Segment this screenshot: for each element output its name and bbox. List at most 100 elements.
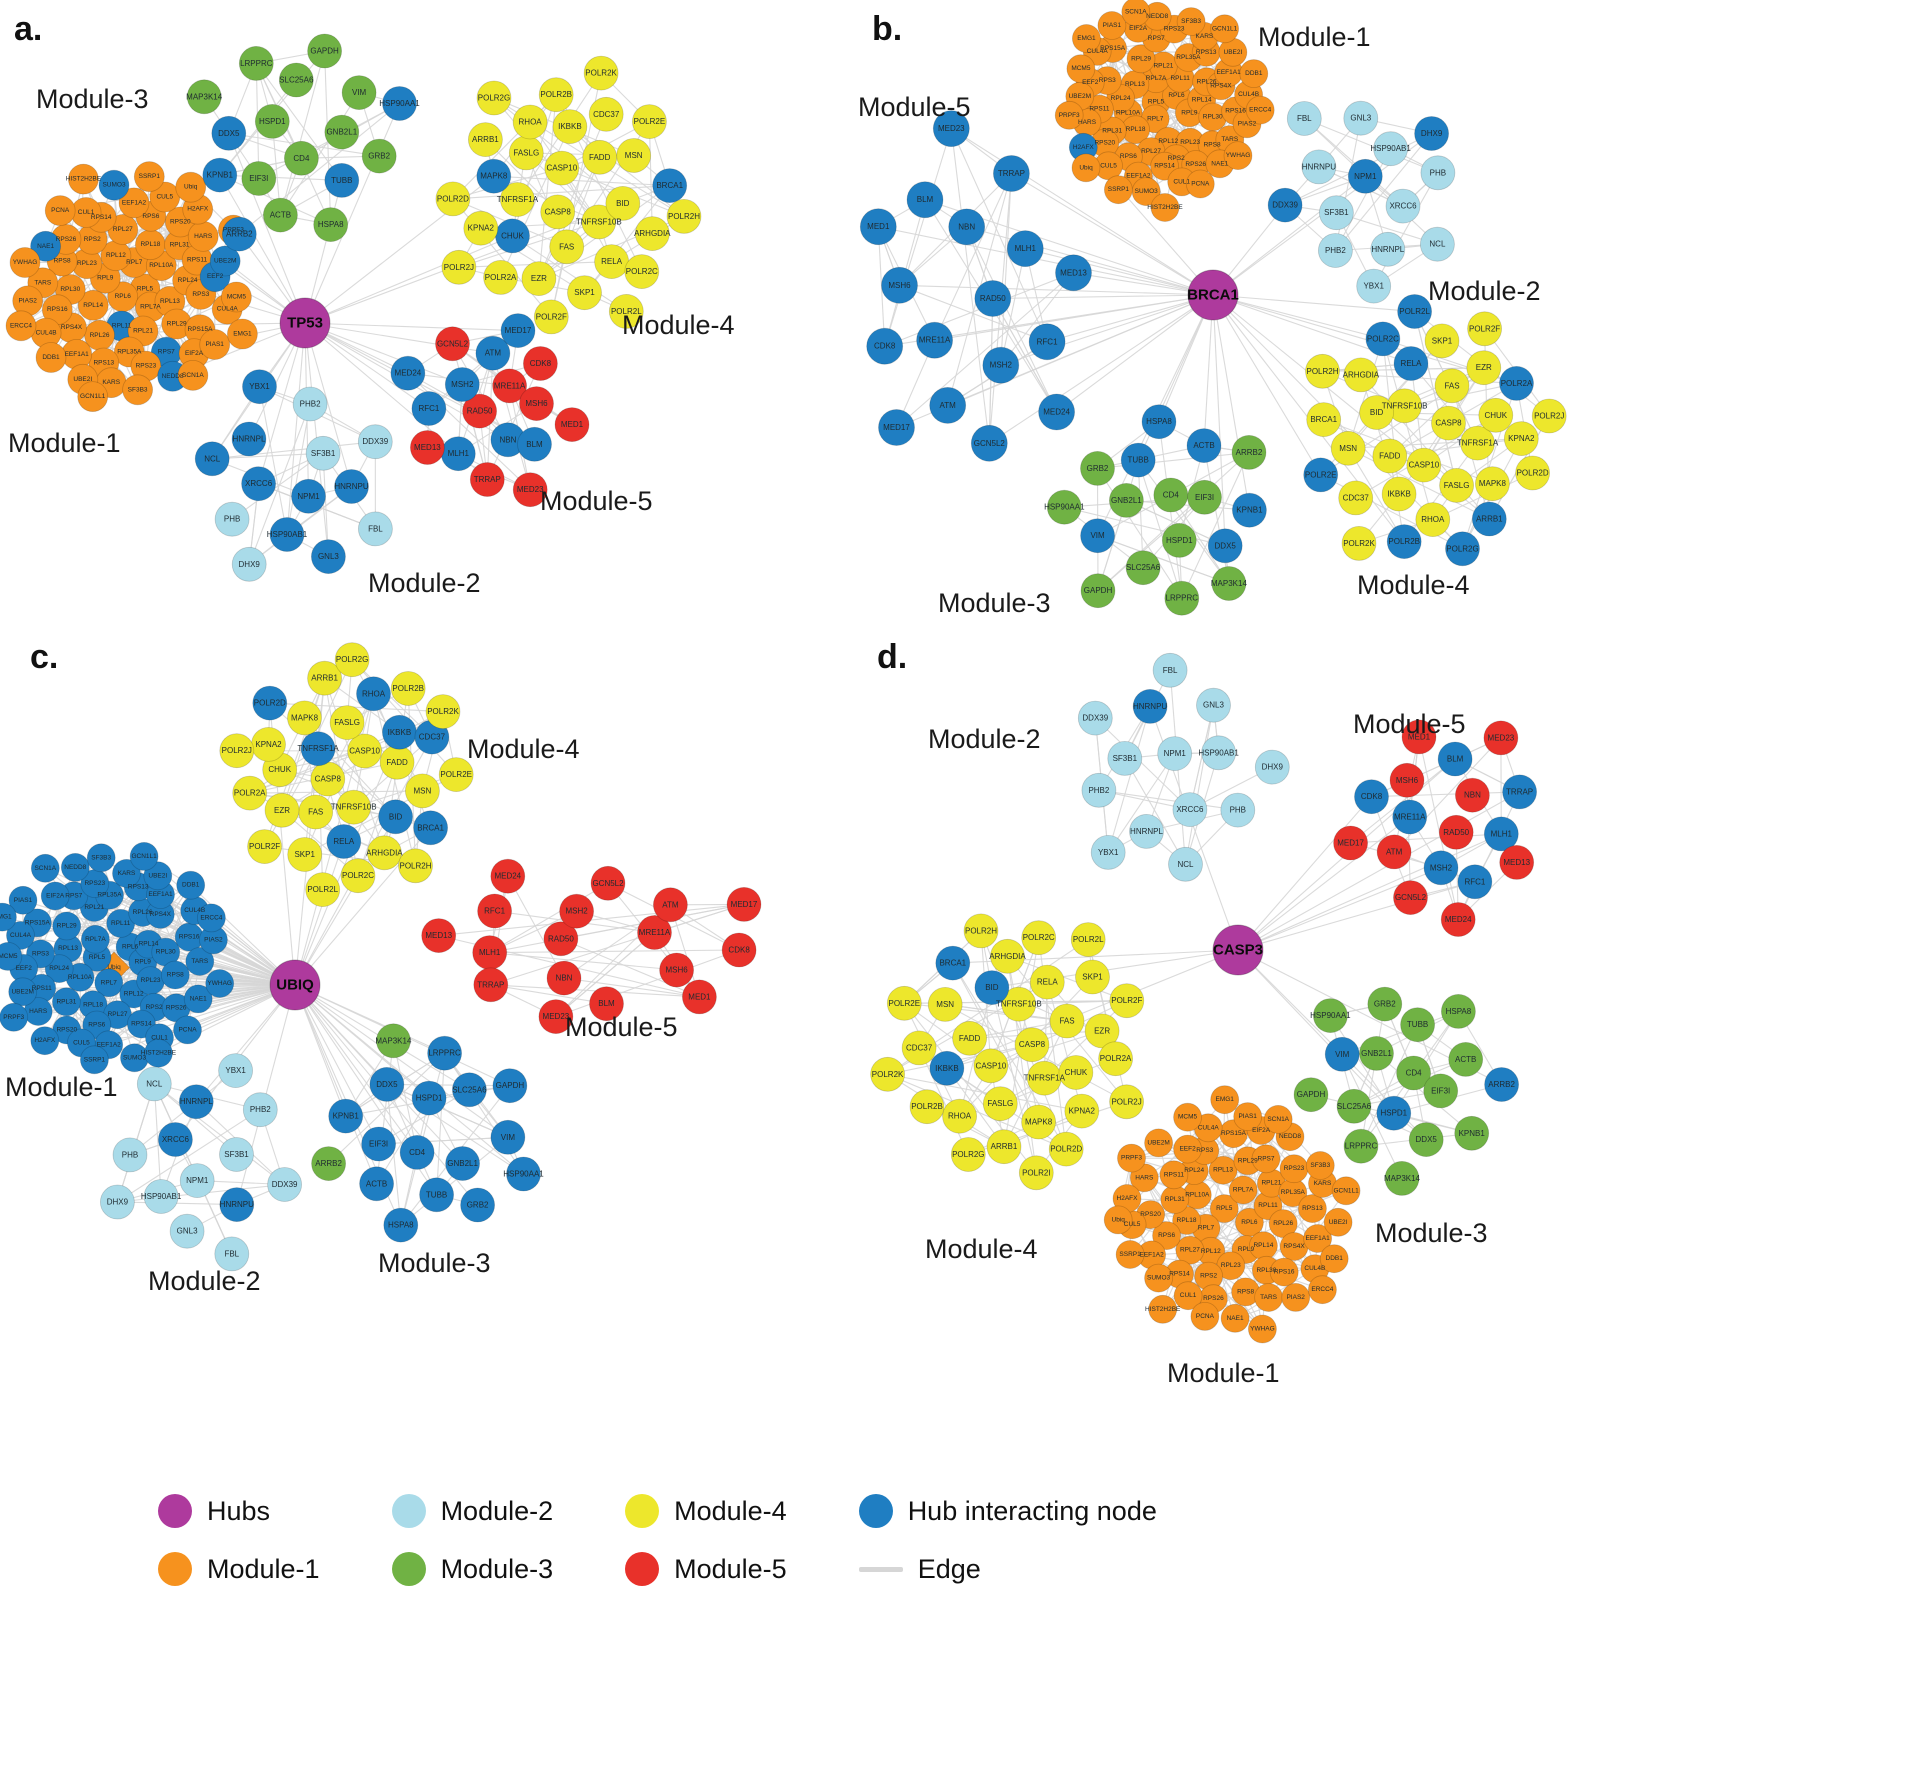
node-SUMO3[interactable] — [98, 169, 130, 201]
node-UBE2I[interactable] — [1323, 1207, 1353, 1237]
node-DDX5[interactable] — [1207, 528, 1243, 564]
node-DDX39[interactable] — [1267, 187, 1303, 223]
node-RFC1[interactable] — [477, 893, 513, 929]
node-RAD50[interactable] — [462, 393, 498, 429]
node-RPL29[interactable] — [1126, 44, 1156, 74]
node-SCN1A[interactable] — [1121, 0, 1151, 27]
node-NPM1[interactable] — [1347, 158, 1383, 194]
node-NCL[interactable] — [1168, 846, 1203, 882]
node-POLR2K[interactable] — [870, 1056, 905, 1092]
node-POLR2J[interactable] — [1109, 1084, 1144, 1120]
node-SCN1A[interactable] — [30, 853, 60, 883]
node-HSP90AA1[interactable] — [1313, 998, 1348, 1033]
node-DDB1[interactable] — [1319, 1244, 1349, 1274]
node-POLR2E[interactable] — [886, 985, 922, 1021]
node-Ubiq[interactable] — [1071, 153, 1101, 183]
node-IKBKB[interactable] — [381, 714, 417, 750]
node-BRCA1[interactable] — [935, 945, 971, 981]
node-POLR2C[interactable] — [340, 858, 376, 894]
node-H2AFX[interactable] — [30, 1026, 60, 1056]
node-VIM[interactable] — [1324, 1036, 1360, 1072]
node-YBX1[interactable] — [1356, 268, 1392, 304]
node-MCM5[interactable] — [1173, 1102, 1202, 1132]
node-HIST2H2BE[interactable] — [143, 1038, 173, 1068]
node-SCN1A[interactable] — [1263, 1105, 1293, 1134]
node-PIAS1[interactable] — [199, 329, 231, 360]
node-NAE1[interactable] — [30, 230, 61, 262]
node-RPL31[interactable] — [1160, 1185, 1190, 1214]
node-DDB1[interactable] — [1239, 59, 1269, 88]
node-MAPK8[interactable] — [1021, 1104, 1056, 1140]
node-RPS16[interactable] — [1269, 1257, 1299, 1287]
node-HSPD1[interactable] — [1161, 523, 1197, 558]
node-RPL7[interactable] — [94, 968, 124, 998]
node-HSP90AB1[interactable] — [269, 517, 305, 552]
node-EMG1[interactable] — [226, 318, 258, 350]
node-MSH2[interactable] — [444, 367, 480, 402]
node-TUBB[interactable] — [1120, 442, 1156, 478]
node-HSPD1[interactable] — [254, 104, 290, 139]
node-TARS[interactable] — [185, 947, 215, 976]
node-KPNA2[interactable] — [463, 210, 499, 246]
node-MED24[interactable] — [490, 858, 526, 894]
node-HSP90AB1[interactable] — [1373, 131, 1408, 167]
node-TNFRSF10B[interactable] — [336, 789, 372, 825]
hub-node-TP53[interactable] — [279, 297, 331, 349]
node-GAPDH[interactable] — [492, 1068, 528, 1104]
hub-node-BRCA1[interactable] — [1187, 269, 1239, 321]
node-POLR2J[interactable] — [441, 249, 477, 285]
node-RPS23[interactable] — [1279, 1154, 1309, 1184]
node-MLH1[interactable] — [440, 436, 476, 472]
node-RFC1[interactable] — [411, 391, 447, 426]
node-ATM[interactable] — [1376, 834, 1412, 870]
node-ACTB[interactable] — [359, 1166, 395, 1202]
node-PIAS1[interactable] — [8, 885, 38, 915]
node-VIM[interactable] — [490, 1119, 526, 1155]
node-BLM[interactable] — [906, 181, 944, 219]
node-HNRNPL[interactable] — [178, 1084, 214, 1120]
node-EEF1A1[interactable] — [1303, 1224, 1332, 1253]
node-SF3B1[interactable] — [1107, 741, 1143, 776]
node-TNFRSF10B[interactable] — [581, 204, 617, 240]
node-BRCA1[interactable] — [652, 168, 688, 204]
node-RPS11[interactable] — [1159, 1160, 1189, 1190]
node-HSPA8[interactable] — [383, 1207, 419, 1243]
node-KPNA2[interactable] — [1064, 1093, 1100, 1129]
node-POLR2F[interactable] — [1109, 983, 1145, 1019]
node-RFC1[interactable] — [1457, 864, 1493, 900]
node-POLR2K[interactable] — [583, 55, 619, 91]
node-ARRB1[interactable] — [986, 1129, 1022, 1165]
node-SKP1[interactable] — [287, 837, 323, 872]
node-BRCA1[interactable] — [1306, 402, 1342, 438]
node-SCN1A[interactable] — [177, 359, 209, 391]
node-RPL27[interactable] — [1175, 1235, 1205, 1265]
node-TUBB[interactable] — [419, 1177, 455, 1213]
node-RPL7A[interactable] — [1228, 1175, 1258, 1205]
node-GCN1L1[interactable] — [129, 842, 159, 871]
node-SLC25A6[interactable] — [278, 62, 314, 98]
node-POLR2D[interactable] — [435, 181, 471, 217]
node-DHX9[interactable] — [231, 546, 267, 582]
node-TRRAP[interactable] — [469, 462, 505, 497]
node-LRPPRC[interactable] — [427, 1035, 463, 1071]
node-XRCC6[interactable] — [1385, 188, 1421, 224]
node-MRE11A[interactable] — [492, 368, 528, 404]
node-MSH6[interactable] — [659, 952, 694, 988]
node-CASP10[interactable] — [973, 1048, 1009, 1084]
node-YWHAG[interactable] — [1248, 1314, 1277, 1344]
node-EIF3I[interactable] — [1187, 479, 1222, 515]
node-MLH1[interactable] — [1006, 230, 1044, 268]
node-EMG1[interactable] — [1210, 1085, 1240, 1115]
node-POLR2L[interactable] — [1070, 922, 1106, 957]
node-KPNB1[interactable] — [328, 1098, 364, 1134]
node-RHOA[interactable] — [1415, 502, 1451, 537]
node-POLR2C[interactable] — [1021, 920, 1057, 956]
node-CD4[interactable] — [283, 140, 319, 176]
node-MED17[interactable] — [878, 409, 915, 446]
node-LRPPRC[interactable] — [1164, 580, 1200, 616]
node-CDK8[interactable] — [1354, 779, 1389, 815]
node-POLR2G[interactable] — [1445, 531, 1480, 567]
node-MLH1[interactable] — [1483, 816, 1519, 852]
node-NAE1[interactable] — [183, 984, 213, 1014]
node-MED13[interactable] — [1499, 845, 1535, 880]
